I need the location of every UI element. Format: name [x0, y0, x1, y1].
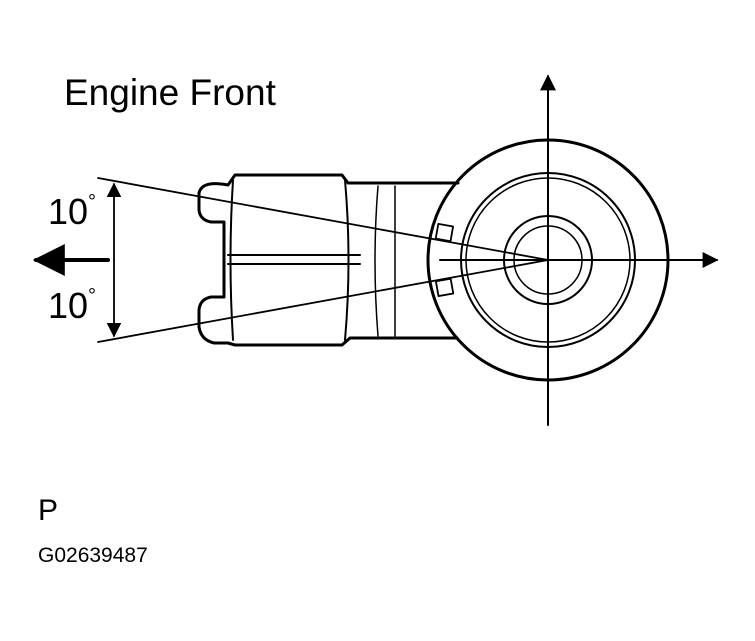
view-letter-label: P — [38, 494, 59, 527]
angle-lines — [97, 177, 549, 343]
connector-hex-edge — [344, 179, 350, 341]
upper-angle-unit: ° — [88, 191, 97, 213]
housing-slot-upper — [434, 222, 454, 243]
housing-slot-lower — [434, 277, 455, 297]
angle-line-upper — [97, 177, 549, 261]
center-axes — [32, 74, 719, 426]
connector-flange-edge — [229, 179, 234, 341]
engine-front-label: Engine Front — [64, 72, 276, 113]
sensor-connector — [197, 173, 460, 347]
figure-id-label: G02639487 — [38, 544, 148, 567]
lower-angle-unit: ° — [88, 285, 97, 307]
lower-angle-label: 10° — [48, 286, 96, 324]
connector-outline — [197, 173, 460, 347]
connector-neck-curve — [374, 185, 379, 337]
upper-angle-label: 10° — [48, 192, 96, 230]
angle-line-lower — [97, 259, 549, 343]
lower-angle-value: 10 — [48, 285, 89, 326]
upper-angle-value: 10 — [48, 191, 89, 232]
